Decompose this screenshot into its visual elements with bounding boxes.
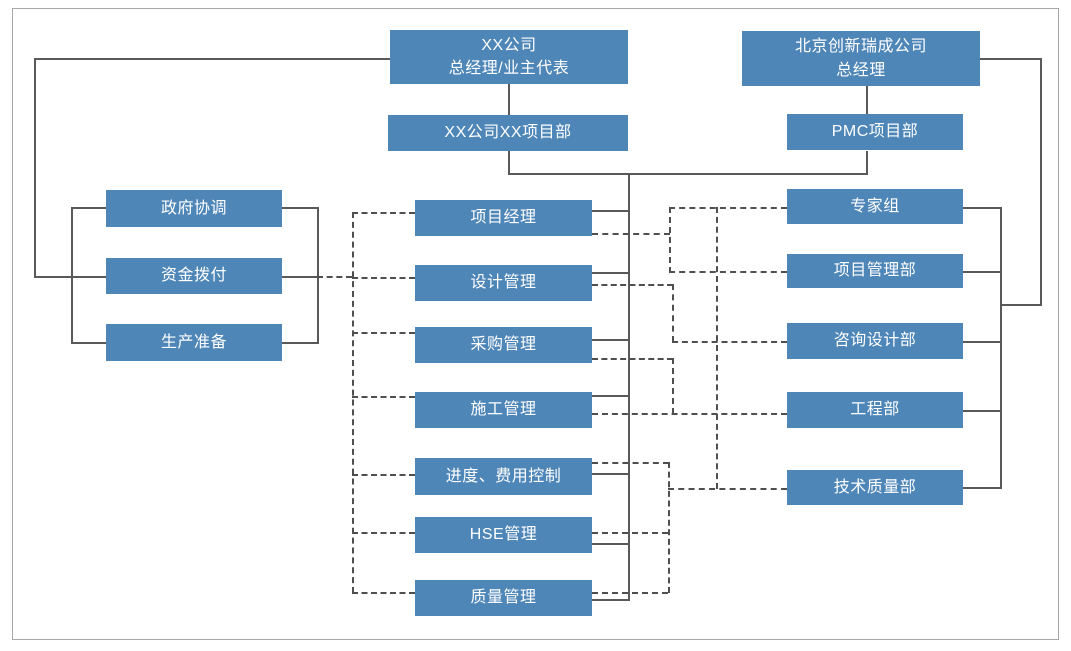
node-label: 采购管理 xyxy=(470,336,537,354)
node-government-coordination: 政府协调 xyxy=(106,190,282,227)
solid-connector-line xyxy=(71,207,73,344)
node-label: 进度、费用控制 xyxy=(445,467,562,485)
node-engineering-dept: 工程部 xyxy=(787,392,963,428)
dashed-connector-line xyxy=(668,488,787,490)
solid-connector-line xyxy=(592,599,628,601)
node-consulting-design-dept: 咨询设计部 xyxy=(787,323,963,359)
node-label: 工程部 xyxy=(850,401,900,419)
solid-connector-line xyxy=(1000,207,1002,489)
solid-connector-line xyxy=(508,84,510,115)
dashed-connector-line xyxy=(352,592,415,594)
node-label: 项目经理 xyxy=(470,209,537,227)
solid-connector-line xyxy=(963,487,1002,489)
solid-connector-line xyxy=(592,210,628,212)
solid-connector-line xyxy=(592,473,628,475)
node-label: 专家组 xyxy=(850,197,900,215)
dashed-connector-line xyxy=(352,332,415,334)
node-project-manager: 项目经理 xyxy=(415,200,592,236)
dashed-connector-line xyxy=(672,284,674,342)
dashed-connector-line xyxy=(317,276,352,278)
node-label: 政府协调 xyxy=(160,199,227,217)
node-hse-management: HSE管理 xyxy=(415,517,592,553)
solid-connector-line xyxy=(592,395,628,397)
node-label: HSE管理 xyxy=(469,526,538,544)
solid-connector-line xyxy=(34,58,36,277)
node-pmc-project-dept: PMC项目部 xyxy=(787,114,963,150)
node-owner-project-dept: XX公司XX项目部 xyxy=(388,115,628,151)
node-label-line2: 总经理/业主代表 xyxy=(448,60,570,77)
dashed-connector-line xyxy=(352,277,415,279)
solid-connector-line xyxy=(282,276,319,278)
node-label: 咨询设计部 xyxy=(833,332,917,350)
node-construction-management: 施工管理 xyxy=(415,392,592,428)
dashed-connector-line xyxy=(669,207,787,209)
solid-connector-line xyxy=(963,271,1002,273)
dashed-connector-line xyxy=(672,358,674,414)
node-production-preparation: 生产准备 xyxy=(106,324,282,361)
solid-connector-line xyxy=(317,207,319,344)
dashed-connector-line xyxy=(592,413,787,415)
node-label-line1: 北京创新瑞成公司 xyxy=(794,38,927,56)
solid-connector-line xyxy=(1000,304,1042,306)
dashed-connector-line xyxy=(352,212,354,593)
node-technical-quality-dept: 技术质量部 xyxy=(787,470,963,505)
node-fund-allocation: 资金拨付 xyxy=(106,258,282,294)
solid-connector-line xyxy=(282,207,319,209)
dashed-connector-line xyxy=(669,207,671,273)
dashed-connector-line xyxy=(672,341,787,343)
dashed-connector-line xyxy=(592,592,668,594)
node-project-management-dept: 项目管理部 xyxy=(787,254,963,288)
node-label: PMC项目部 xyxy=(831,123,919,141)
dashed-connector-line xyxy=(352,396,415,398)
node-expert-group: 专家组 xyxy=(787,189,963,224)
node-procurement-management: 采购管理 xyxy=(415,327,592,363)
dashed-connector-line xyxy=(352,532,415,534)
dashed-connector-line xyxy=(592,358,673,360)
node-pmc-company-general-manager: 北京创新瑞成公司 总经理 xyxy=(742,31,980,86)
dashed-connector-line xyxy=(352,212,415,214)
dashed-connector-line xyxy=(669,271,787,273)
solid-connector-line xyxy=(866,86,868,115)
solid-connector-line xyxy=(71,342,106,344)
node-label: 施工管理 xyxy=(470,401,537,419)
node-quality-management: 质量管理 xyxy=(415,580,592,616)
node-label: 设计管理 xyxy=(470,274,537,292)
solid-connector-line xyxy=(282,342,319,344)
node-schedule-cost-control: 进度、费用控制 xyxy=(415,458,592,495)
dashed-connector-line xyxy=(592,284,673,286)
solid-connector-line xyxy=(508,173,868,175)
node-design-management: 设计管理 xyxy=(415,265,592,301)
solid-connector-line xyxy=(1040,58,1042,306)
node-label-line2: 总经理 xyxy=(836,61,886,79)
node-label: 项目管理部 xyxy=(833,262,917,280)
node-label: 生产准备 xyxy=(160,333,227,351)
solid-connector-line xyxy=(592,543,628,545)
solid-connector-line xyxy=(34,58,391,60)
dashed-connector-line xyxy=(716,207,718,489)
node-label: 质量管理 xyxy=(470,589,537,607)
solid-connector-line xyxy=(866,151,868,174)
chart-outer-frame xyxy=(12,8,1059,640)
solid-connector-line xyxy=(592,272,628,274)
solid-connector-line xyxy=(34,276,106,278)
solid-connector-line xyxy=(980,58,1040,60)
node-label-line1: XX公司 xyxy=(481,36,537,54)
node-label: 资金拨付 xyxy=(160,267,227,285)
solid-connector-line xyxy=(71,207,106,209)
solid-connector-line xyxy=(963,207,1002,209)
node-owner-general-manager: XX公司 总经理/业主代表 xyxy=(390,30,628,84)
solid-connector-line xyxy=(963,341,1002,343)
solid-connector-line xyxy=(508,151,510,174)
dashed-connector-line xyxy=(668,462,670,593)
dashed-connector-line xyxy=(352,474,415,476)
dashed-connector-line xyxy=(592,462,669,464)
solid-connector-line xyxy=(592,339,628,341)
node-label: XX公司XX项目部 xyxy=(444,124,572,142)
solid-connector-line xyxy=(963,410,1002,412)
dashed-connector-line xyxy=(592,233,670,235)
node-label: 技术质量部 xyxy=(833,478,917,496)
solid-connector-line xyxy=(628,173,630,601)
dashed-connector-line xyxy=(592,532,668,534)
